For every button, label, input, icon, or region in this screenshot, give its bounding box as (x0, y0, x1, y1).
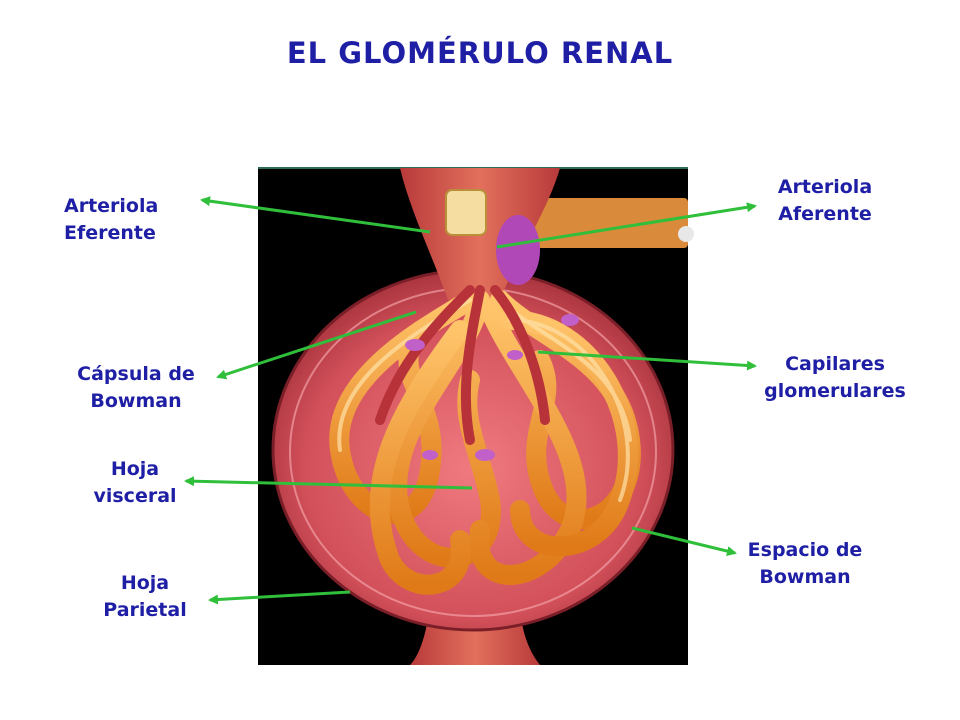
pointer-arrows (184, 196, 757, 605)
juxtaglomerular-cells (496, 215, 540, 285)
arrow-capilares (537, 350, 757, 371)
macula-densa (445, 189, 487, 236)
arrow-hoja-parietal (208, 590, 351, 605)
arrow-arteriola-aferente (496, 202, 757, 249)
label-capsula-bowman: Cápsula de Bowman (77, 363, 195, 412)
label-arteriola-aferente: Arteriola Aferente (777, 176, 873, 225)
page-title: EL GLOMÉRULO RENAL (286, 36, 674, 70)
label-arteriola-eferente: Arteriola Eferente (64, 195, 159, 244)
podocyte-nuclei (405, 314, 579, 461)
label-hoja-parietal: Hoja Parietal (103, 572, 187, 621)
arrow-capsula-bowman (216, 310, 417, 380)
arrow-hoja-visceral (184, 476, 473, 490)
juxtaglomerular-tissue (528, 198, 688, 248)
label-hoja-visceral: Hoja visceral (93, 458, 177, 507)
arrow-espacio-bowman (631, 526, 737, 556)
arrow-arteriola-eferente (200, 196, 431, 234)
label-espacio-bowman: Espacio de Bowman (747, 539, 863, 588)
label-capilares-glomerulares: Capilares glomerulares (764, 353, 906, 402)
